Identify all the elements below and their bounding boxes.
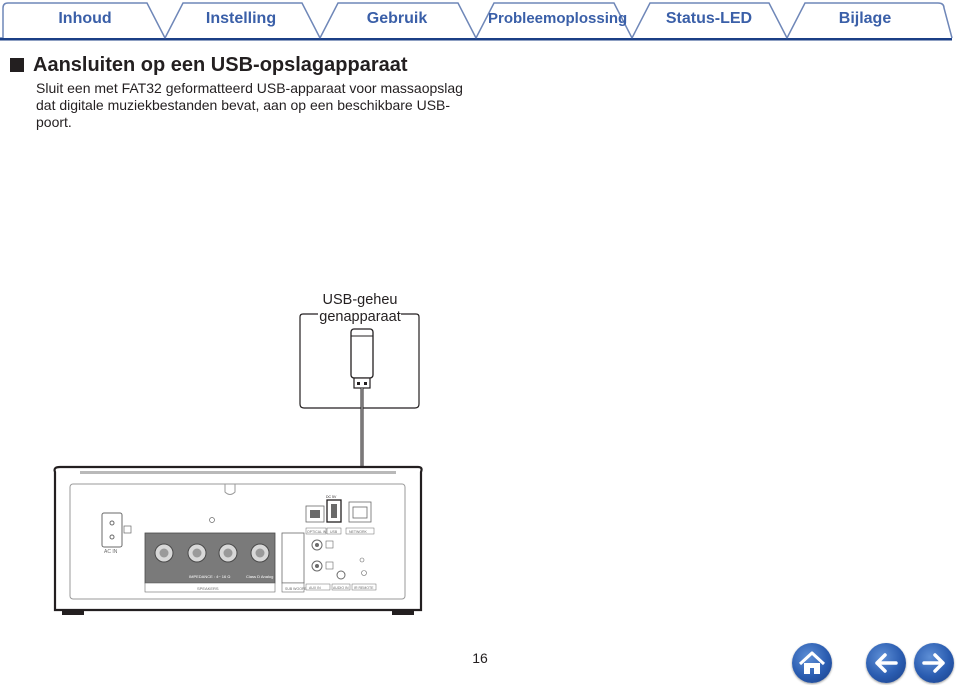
- back-button[interactable]: [866, 643, 906, 683]
- usb-label-line2: genapparaat: [319, 309, 401, 325]
- svg-text:IMPEDANCE : 4~ 16 Ω: IMPEDANCE : 4~ 16 Ω: [189, 574, 230, 579]
- svg-text:AC IN: AC IN: [104, 549, 118, 555]
- svg-text:NETWORK: NETWORK: [349, 530, 368, 534]
- tab-bijlage[interactable]: Bijlage: [838, 10, 892, 27]
- arrow-right-icon: [922, 653, 945, 673]
- arrow-left-icon: [875, 653, 898, 673]
- section-heading: Aansluiten op een USB-opslagapparaat: [10, 52, 408, 78]
- usb-device-label: USB-geheu genapparaat: [300, 292, 420, 326]
- receiver-rear-panel: AC IN IMPEDANCE : 4~ 16 Ω Class D Analog…: [53, 465, 423, 615]
- section-body-text: Sluit een met FAT32 geformatteerd USB-ap…: [36, 80, 463, 130]
- tab-status-led[interactable]: Status-LED: [665, 10, 753, 27]
- tab-probleemoplossing[interactable]: Probleemoplossing: [488, 10, 628, 27]
- svg-text:SUB WOOFER: SUB WOOFER: [285, 587, 309, 591]
- svg-text:Class D Analog: Class D Analog: [246, 574, 273, 579]
- section-title: Aansluiten op een USB-opslagapparaat: [33, 53, 408, 76]
- usb-label-line1: USB-geheu: [322, 292, 398, 308]
- tab-gebruik[interactable]: Gebruik: [366, 10, 428, 27]
- svg-text:DC 5V: DC 5V: [326, 495, 337, 499]
- svg-text:AUX IN: AUX IN: [309, 586, 321, 590]
- home-button[interactable]: [792, 643, 832, 683]
- svg-text:SPEAKERS: SPEAKERS: [197, 586, 219, 591]
- tab-inhoud[interactable]: Inhoud: [58, 10, 112, 27]
- svg-text:OPTICAL IN: OPTICAL IN: [307, 530, 327, 534]
- svg-text:USB: USB: [330, 530, 338, 534]
- tab-bar: Inhoud Instelling Gebruik Probleemoploss…: [0, 0, 960, 42]
- page-number: 16: [472, 650, 488, 666]
- forward-button[interactable]: [914, 643, 954, 683]
- tab-bar-outline: [0, 2, 953, 41]
- svg-text:IR REMOTE: IR REMOTE: [354, 586, 374, 590]
- square-bullet-icon: [10, 58, 24, 72]
- tab-instelling[interactable]: Instelling: [205, 10, 277, 27]
- usb-device-frame: [299, 313, 420, 409]
- usb-stick-icon: [350, 328, 374, 389]
- svg-text:AUDIO IN: AUDIO IN: [333, 586, 349, 590]
- usb-connection-diagram: AC IN IMPEDANCE : 4~ 16 Ω Class D Analog…: [53, 313, 423, 615]
- home-icon: [798, 651, 826, 674]
